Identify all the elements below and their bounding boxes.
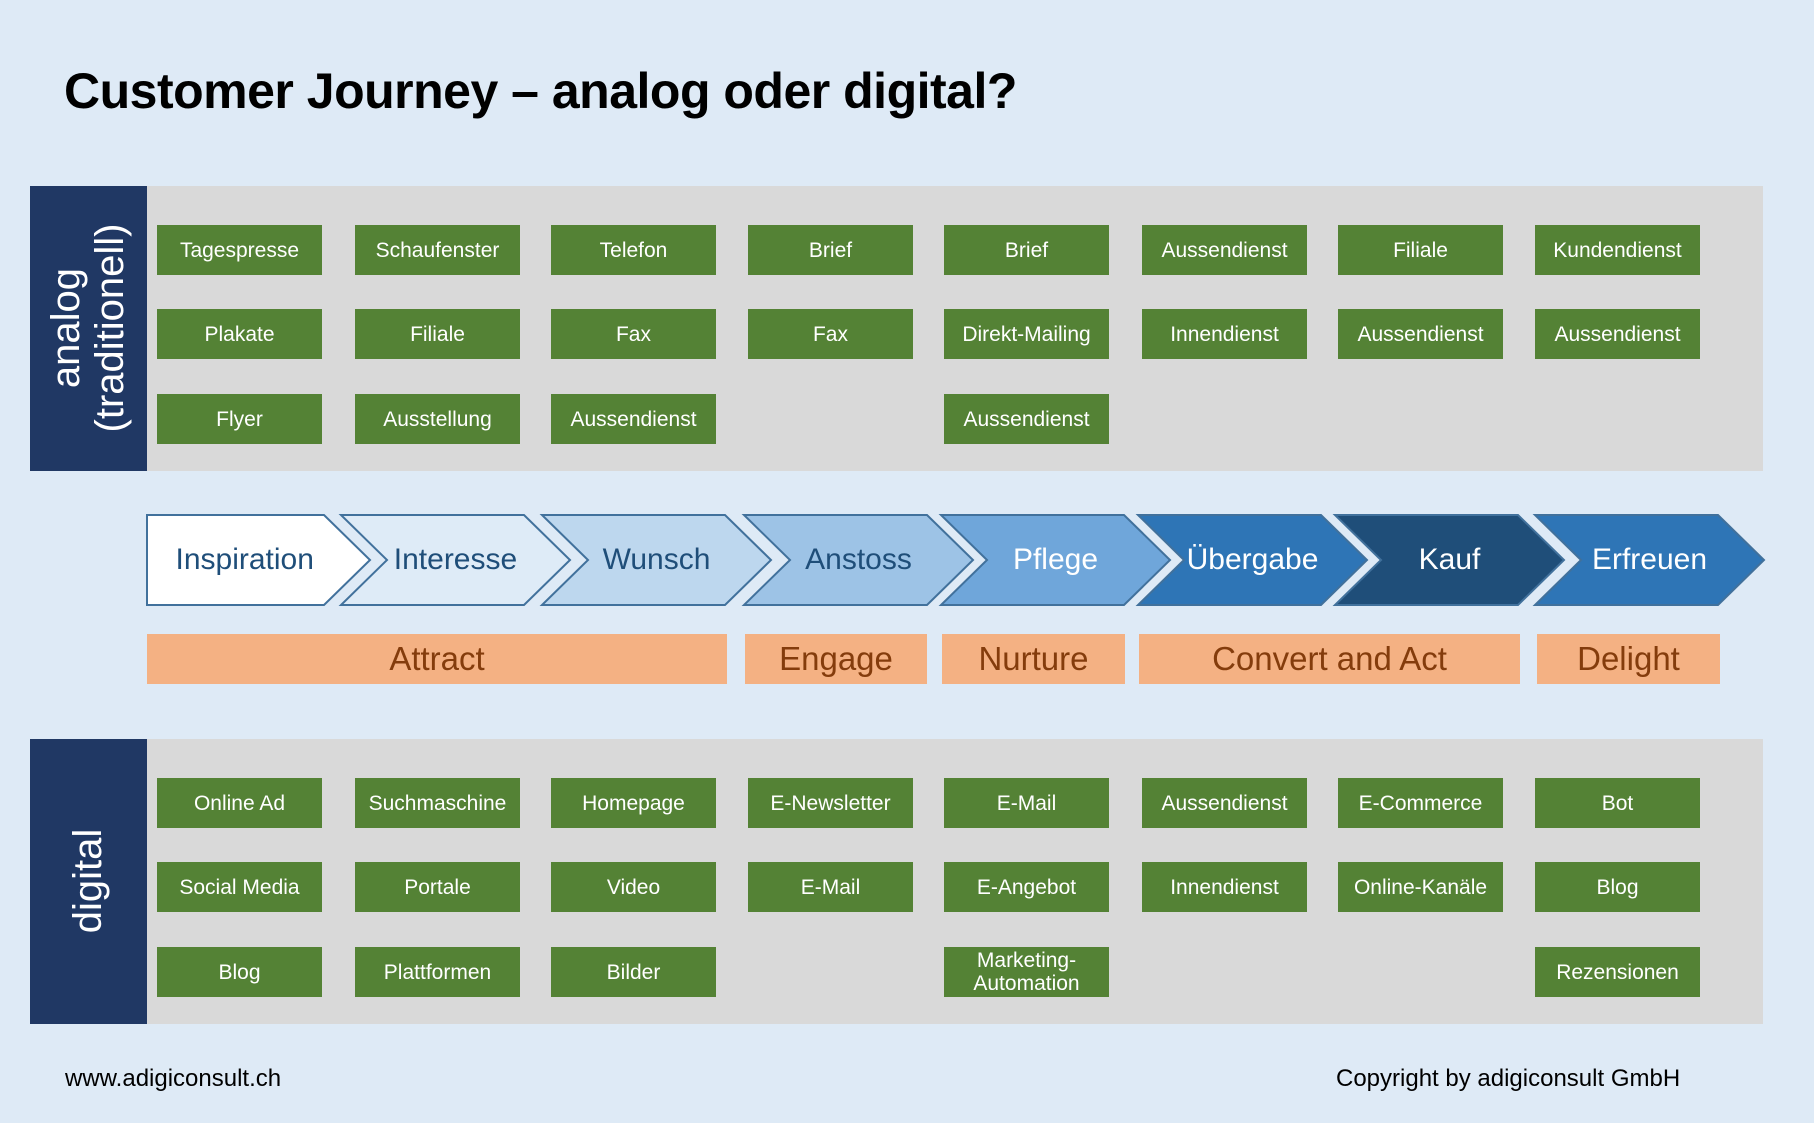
analog-channel-box: Flyer [157, 394, 322, 444]
digital-channel-box: Homepage [551, 778, 716, 828]
analog-channel-box: Ausstellung [355, 394, 520, 444]
analog-channel-box: Kundendienst [1535, 225, 1700, 275]
journey-stage-label: Übergabe [1186, 543, 1319, 576]
journey-stage-label: Erfreuen [1591, 543, 1708, 576]
analog-channel-box: Direkt-Mailing [944, 309, 1109, 359]
digital-channel-box: Suchmaschine [355, 778, 520, 828]
digital-channel-box: E-Commerce [1338, 778, 1503, 828]
footer-website: www.adigiconsult.ch [65, 1065, 282, 1092]
analog-channel-box: Aussendienst [1535, 309, 1700, 359]
digital-channel-box: Plattformen [355, 947, 520, 997]
journey-phase-bar: Convert and Act [1139, 634, 1520, 684]
digital-channel-box: Aussendienst [1142, 778, 1307, 828]
journey-phase-bar: Attract [147, 634, 727, 684]
digital-channel-box: Bilder [551, 947, 716, 997]
analog-channel-box: Aussendienst [551, 394, 716, 444]
digital-channel-box: E-Mail [748, 862, 913, 912]
digital-channel-box: Online-Kanäle [1338, 862, 1503, 912]
journey-stage-label: Interesse [393, 543, 518, 576]
analog-channel-box: Filiale [355, 309, 520, 359]
digital-channel-box: Portale [355, 862, 520, 912]
journey-phase-bar: Engage [745, 634, 927, 684]
digital-channel-box: Innendienst [1142, 862, 1307, 912]
analog-channel-box: Fax [551, 309, 716, 359]
journey-stage-label: Kauf [1418, 543, 1481, 576]
journey-phase-bar: Delight [1537, 634, 1720, 684]
digital-channel-box: Bot [1535, 778, 1700, 828]
journey-stage-label: Inspiration [175, 543, 314, 576]
analog-label-line2: (traditionell) [88, 223, 132, 433]
analog-channel-box: Fax [748, 309, 913, 359]
journey-phase-bar: Nurture [942, 634, 1125, 684]
digital-channel-box: Video [551, 862, 716, 912]
footer-copyright: Copyright by adigiconsult GmbH [1336, 1065, 1681, 1092]
analog-channel-box: Telefon [551, 225, 716, 275]
analog-channel-box: Aussendienst [944, 394, 1109, 444]
digital-channel-box: E-Mail [944, 778, 1109, 828]
digital-channel-box: Online Ad [157, 778, 322, 828]
analog-label-line1: analog [44, 267, 88, 389]
analog-channel-box: Filiale [1338, 225, 1503, 275]
analog-channel-box: Plakate [157, 309, 322, 359]
journey-stage-label: Anstoss [805, 543, 912, 576]
analog-channel-box: Aussendienst [1338, 309, 1503, 359]
journey-stage-label: Pflege [1012, 543, 1099, 576]
analog-label: analog (traditionell) [30, 186, 147, 471]
digital-label-text: digital [66, 828, 110, 934]
digital-channel-box: Rezensionen [1535, 947, 1700, 997]
analog-channel-box: Brief [748, 225, 913, 275]
digital-label: digital [30, 739, 147, 1024]
page-title: Customer Journey – analog oder digital? [64, 63, 1017, 119]
analog-channel-box: Tagespresse [157, 225, 322, 275]
digital-channel-box: Marketing- Automation [944, 947, 1109, 997]
digital-channel-box: Social Media [157, 862, 322, 912]
analog-channel-box: Innendienst [1142, 309, 1307, 359]
digital-channel-box: E-Angebot [944, 862, 1109, 912]
analog-channel-box: Brief [944, 225, 1109, 275]
digital-channel-box: E-Newsletter [748, 778, 913, 828]
analog-channel-box: Aussendienst [1142, 225, 1307, 275]
digital-channel-box: Blog [157, 947, 322, 997]
analog-channel-box: Schaufenster [355, 225, 520, 275]
journey-stage-label: Wunsch [602, 543, 711, 576]
digital-channel-box: Blog [1535, 862, 1700, 912]
